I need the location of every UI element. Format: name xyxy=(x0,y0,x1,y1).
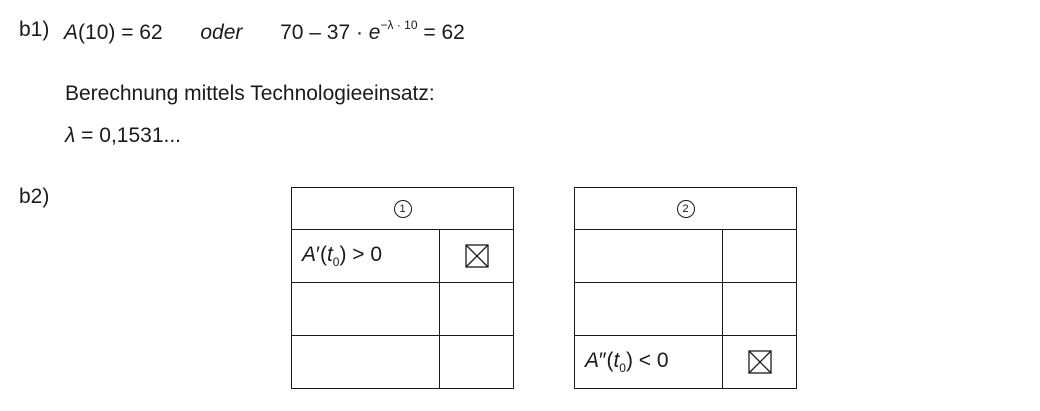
b1-exponent: −λ · 10 xyxy=(380,18,418,32)
part-b2-label: b2) xyxy=(19,185,50,208)
table-2-statement-2 xyxy=(574,282,723,336)
table-1-checkbox-2[interactable] xyxy=(439,282,514,336)
table-2-statement-1 xyxy=(574,229,723,283)
table-2-statement-3: A″(t0) < 0 xyxy=(574,335,723,389)
b1-connector: oder xyxy=(200,21,243,44)
answer-table-1: 1 A′(t0) > 0 xyxy=(291,187,514,389)
answer-table-2: 2 A″(t0) < 0 xyxy=(574,187,797,389)
table-2-header: 2 xyxy=(574,187,797,230)
table-1-statement-1: A′(t0) > 0 xyxy=(291,229,440,283)
b1-lambda-result: λ = 0,1531... xyxy=(65,124,182,147)
circled-number-1: 1 xyxy=(393,200,412,218)
table-1-statement-2 xyxy=(291,282,440,336)
b1-equation-right: 70 – 37 · e−λ · 10 = 62 xyxy=(280,18,465,44)
b1-equation-left: A(10) = 62 xyxy=(64,21,163,44)
circled-number-2: 2 xyxy=(676,200,695,218)
table-1-header: 1 xyxy=(291,187,514,230)
b1-equation-line: A(10) = 62 oder 70 – 37 · e−λ · 10 = 62 xyxy=(64,18,465,45)
checked-box-icon xyxy=(464,244,489,268)
table-1-statement-3 xyxy=(291,335,440,389)
table-1-checkbox-1[interactable] xyxy=(439,229,514,283)
checked-box-icon xyxy=(747,350,772,374)
part-b1-label: b1) xyxy=(19,18,50,41)
table-2-checkbox-1[interactable] xyxy=(722,229,797,283)
table-2-checkbox-3[interactable] xyxy=(722,335,797,389)
b1-calc-text: Berechnung mittels Technologieeinsatz: xyxy=(65,82,435,105)
table-1-checkbox-3[interactable] xyxy=(439,335,514,389)
table-2-checkbox-2[interactable] xyxy=(722,282,797,336)
